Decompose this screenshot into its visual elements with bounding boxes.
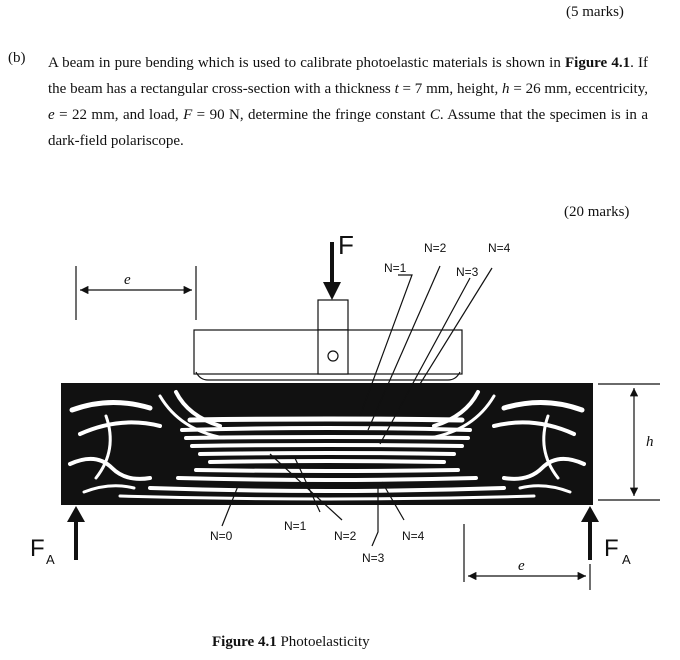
top-fringe-label-3: N=3 (456, 265, 479, 279)
bottom-fringe-label-3: N=3 (362, 551, 385, 565)
eccentricity-label-bottom: e (518, 558, 525, 574)
symbol-h: h (502, 81, 510, 97)
bottom-fringe-label-0: N=0 (210, 529, 233, 543)
bottom-fringe-label-1: N=1 (284, 519, 307, 533)
caption-text: Photoelasticity (280, 634, 370, 650)
photoelasticity-figure: F O e (30, 230, 660, 590)
question-part3: . Assume that the specimen is in a dark-… (48, 107, 648, 149)
eccentricity-dim-bottom (463, 524, 591, 590)
reaction-arrow-left (67, 506, 85, 560)
value-e: = 22 mm, and load, (54, 107, 184, 123)
load-label: F (338, 230, 354, 260)
eccentricity-label-top: e (124, 272, 131, 288)
top-fringe-leaders (359, 265, 493, 445)
value-t: = 7 mm, height, (398, 81, 503, 97)
value-F: = 90 N, determine the fringe constant (192, 107, 430, 123)
reaction-arrow-right (581, 506, 599, 560)
eccentricity-dim-top (75, 266, 197, 320)
symbol-t: t (394, 81, 399, 97)
question-part1: A beam in pure bending which is used to … (48, 55, 565, 71)
question-part2: . If the beam has a rectangular cross-se… (48, 55, 648, 97)
figure-reference: Figure 4.1 (565, 55, 631, 71)
load-arrow (323, 242, 341, 300)
symbol-C: C (429, 107, 440, 123)
reaction-label-left: F (30, 535, 45, 562)
top-fringe-label-2: N=2 (424, 241, 447, 255)
value-h: = 26 mm, eccentricity, (509, 81, 648, 97)
reaction-label-right: F (604, 535, 619, 562)
top-fringe-label-4: N=4 (488, 241, 511, 255)
marks-question: (20 marks) (564, 204, 630, 220)
loading-fixture (193, 299, 463, 381)
marks-top: (5 marks) (566, 4, 624, 20)
beam-specimen (61, 383, 593, 505)
bottom-fringe-label-4: N=4 (402, 529, 425, 543)
question-label: (b) (8, 50, 26, 66)
bottom-fringe-label-2: N=2 (334, 529, 357, 543)
top-fringe-label-1: N=1 (384, 261, 407, 275)
height-label: h (646, 434, 654, 450)
bottom-fringe-leaders (221, 453, 405, 547)
reaction-sub-right: A (622, 552, 631, 567)
height-dim (598, 383, 660, 501)
question-text: A beam in pure bending which is used to … (48, 50, 648, 154)
reaction-sub-left: A (46, 552, 55, 567)
symbol-F: F (183, 107, 193, 123)
symbol-e: e (48, 107, 55, 123)
caption-label: Figure 4.1 (212, 634, 277, 650)
pin-icon (327, 350, 339, 362)
figure-caption: Figure 4.1 Photoelasticity (212, 634, 370, 651)
